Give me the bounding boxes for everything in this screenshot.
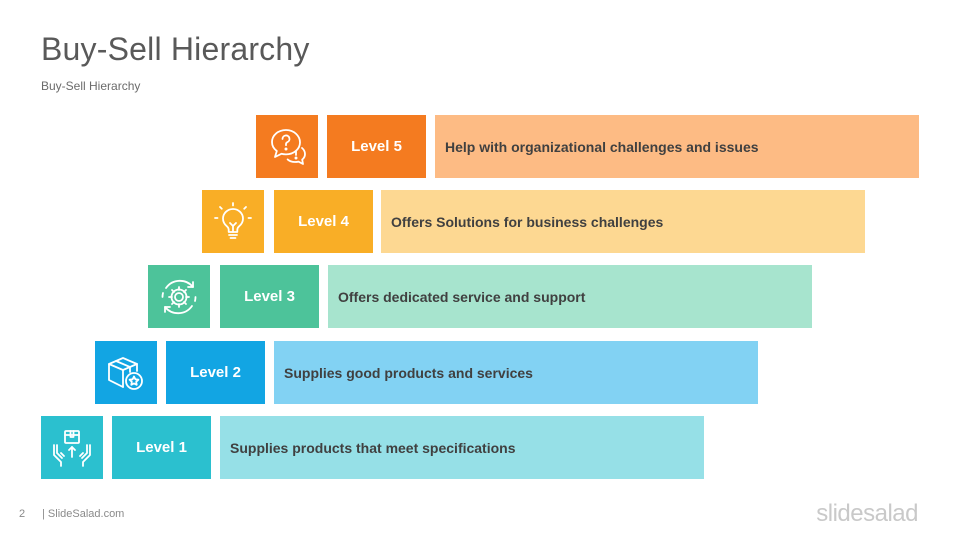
level-5-row: Level 5 Help with organizational challen… [256,115,919,178]
hands-box-icon [41,416,103,479]
level-3-description: Offers dedicated service and support [328,265,812,328]
level-4-row: Level 4 Offers Solutions for business ch… [202,190,865,253]
level-3-row: Level 3 Offers dedicated service and sup… [148,265,812,328]
level-4-label: Level 4 [274,190,373,253]
level-2-row: Level 2 Supplies good products and servi… [95,341,758,404]
level-1-row: Level 1 Supplies products that meet spec… [41,416,704,479]
lightbulb-icon [202,190,264,253]
question-chat-icon [256,115,318,178]
level-5-label: Level 5 [327,115,426,178]
level-1-description: Supplies products that meet specificatio… [220,416,704,479]
box-star-icon [95,341,157,404]
level-2-label: Level 2 [166,341,265,404]
page-number: 2 [19,508,26,520]
slide-subtitle: Buy-Sell Hierarchy [41,79,141,93]
footer-site: | SlideSalad.com [42,508,125,520]
level-2-description: Supplies good products and services [274,341,758,404]
gear-cycle-icon [148,265,210,328]
level-1-label: Level 1 [112,416,211,479]
level-5-description: Help with organizational challenges and … [435,115,919,178]
level-4-description: Offers Solutions for business challenges [381,190,865,253]
brand-logo: slidesalad [816,500,918,527]
level-3-label: Level 3 [220,265,319,328]
slide-title: Buy-Sell Hierarchy [41,31,310,67]
